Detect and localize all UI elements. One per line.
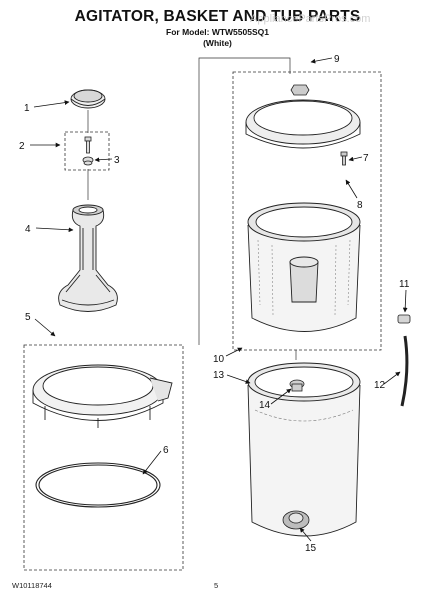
part-tub-ring <box>32 364 173 428</box>
part-tub-bearing <box>282 510 310 530</box>
group-box-seal <box>23 344 184 571</box>
part-basket <box>247 202 361 332</box>
callout-12: 12 <box>374 380 386 391</box>
callout-7: 7 <box>363 153 369 164</box>
callout-15: 15 <box>305 543 317 554</box>
part-basket-nut <box>290 84 310 96</box>
watermark: AppliancePartsPros.com <box>250 13 371 25</box>
connector-lines <box>87 57 297 360</box>
part-tub-gasket <box>35 462 161 508</box>
callout-2: 2 <box>19 141 25 152</box>
callout-14: 14 <box>259 400 271 411</box>
group-box-bolt <box>64 131 110 171</box>
part-outer-tub <box>247 362 361 537</box>
callout-8: 8 <box>357 200 363 211</box>
callout-5: 5 <box>25 312 31 323</box>
part-screw <box>340 151 348 166</box>
document-number: W10118744 <box>12 581 52 590</box>
callout-3: 3 <box>114 155 120 166</box>
group-box-basket <box>232 71 382 351</box>
part-balance-ring <box>245 99 361 149</box>
callout-9: 9 <box>334 54 340 65</box>
page-title: AGITATOR, BASKET AND TUB PARTS <box>74 8 361 25</box>
part-agitator-cap <box>70 89 106 109</box>
callout-10: 10 <box>213 354 225 365</box>
callout-4: 4 <box>25 224 31 235</box>
callout-1: 1 <box>24 103 30 114</box>
callout-6: 6 <box>163 445 169 456</box>
part-tub-seal <box>289 379 305 392</box>
callout-11: 11 <box>399 279 410 290</box>
color-subtitle: (White) <box>203 38 232 48</box>
callout-arrows <box>30 57 408 542</box>
part-hose <box>400 335 409 407</box>
model-subtitle: For Model: WTW5505SQ1 <box>166 27 269 37</box>
part-bolt <box>82 136 94 166</box>
callout-13: 13 <box>213 370 225 381</box>
part-clip <box>397 314 411 324</box>
part-agitator <box>58 204 118 312</box>
page-number: 5 <box>214 581 219 590</box>
